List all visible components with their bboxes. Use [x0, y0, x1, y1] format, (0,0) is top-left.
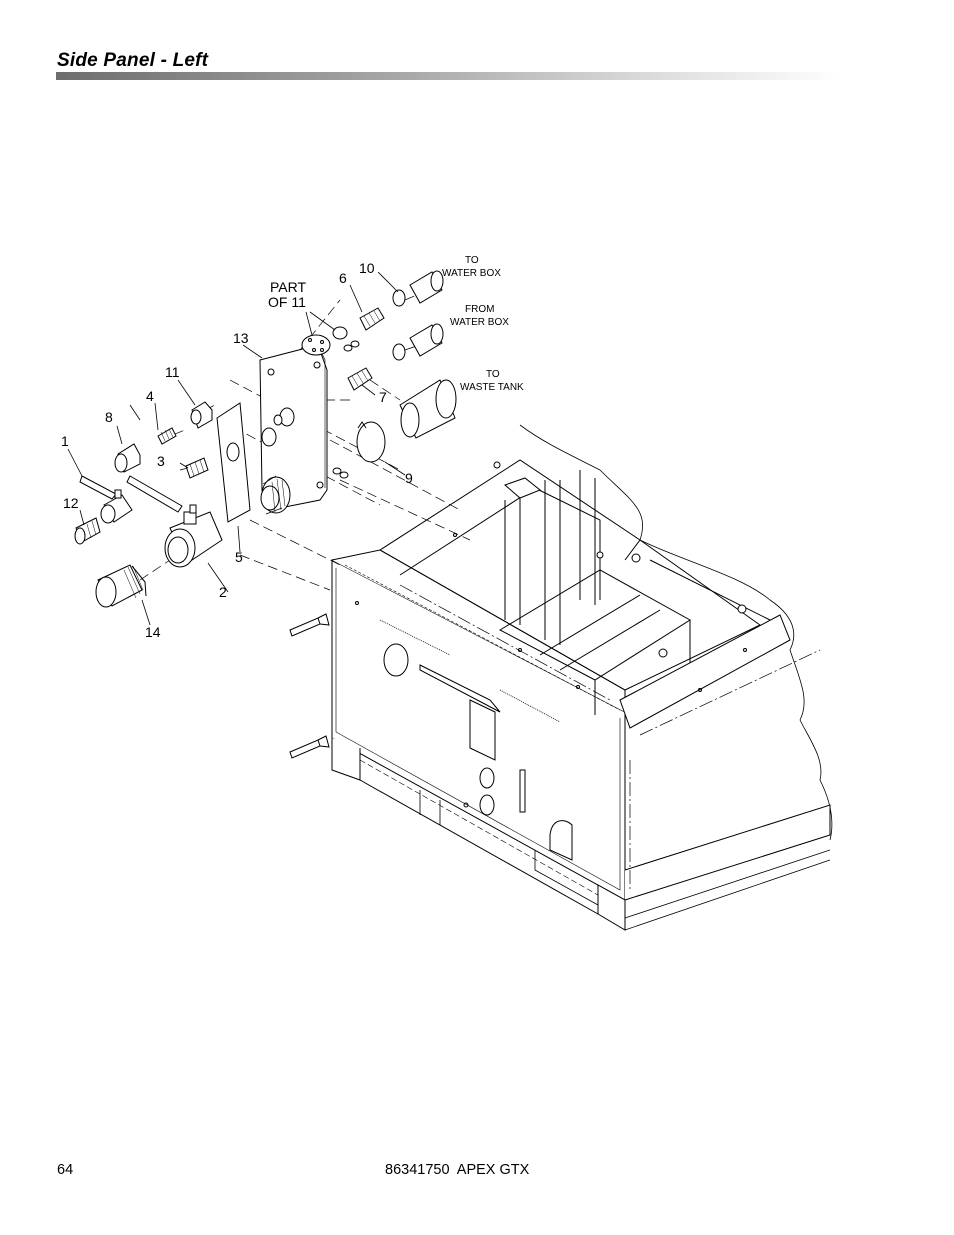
callouts: 1 2 3 4 5 6 7 8 9 10 11 12 13 14 PART OF… [61, 255, 524, 640]
note-to-water-box-line2: WATER BOX [442, 268, 501, 279]
title-rule [56, 72, 842, 80]
callout-13: 13 [233, 330, 249, 346]
callout-7: 7 [379, 389, 387, 405]
part-3-threaded [185, 457, 209, 479]
callout-11: 11 [165, 364, 180, 380]
part-of-11-flange [301, 326, 360, 479]
part-10-clamps [392, 289, 406, 361]
callout-6: 6 [339, 270, 347, 286]
part-4-nipple [157, 427, 177, 445]
page-number: 64 [57, 1162, 74, 1178]
part-8-adapter [114, 443, 141, 473]
page-title: Side Panel - Left [57, 50, 209, 71]
note-from-water-box-line2: WATER BOX [450, 317, 509, 328]
note-to-waste-tank-line1: TO [486, 369, 500, 380]
note-to-waste-tank-line2: WASTE TANK [460, 382, 524, 393]
callout-4: 4 [146, 388, 154, 404]
part-13-bracket [259, 344, 328, 511]
part-1-valve [79, 475, 133, 524]
part-14-adapter [95, 564, 147, 608]
callout-9: 9 [405, 470, 413, 486]
part-12-fitting [74, 517, 101, 545]
callout-1: 1 [61, 433, 69, 449]
part-11-fitting [190, 401, 213, 429]
small-washers [273, 414, 283, 426]
chassis-frame [331, 424, 833, 931]
part-of-label-line1: PART [270, 279, 306, 295]
document-id: 86341750 APEX GTX [385, 1162, 530, 1178]
callout-8: 8 [105, 409, 113, 425]
note-from-water-box-line1: FROM [465, 304, 494, 315]
callout-14: 14 [145, 624, 161, 640]
part-2-valve [126, 475, 223, 568]
part-5-gasket [216, 402, 251, 523]
callout-10: 10 [359, 260, 375, 276]
note-to-water-box-line1: TO [465, 255, 479, 266]
part-9-clamp [356, 421, 386, 463]
part-7-barb [347, 367, 373, 391]
frame-bolts [289, 613, 330, 759]
hoses [399, 270, 457, 439]
callout-5: 5 [235, 549, 243, 565]
part-6-barb [359, 307, 385, 331]
part-of-label-line2: OF 11 [268, 294, 306, 310]
callout-3: 3 [157, 453, 165, 469]
part-knurled-fitting [260, 475, 291, 515]
callout-12: 12 [63, 495, 79, 511]
callout-2: 2 [219, 584, 227, 600]
leader-lines [67, 271, 406, 626]
